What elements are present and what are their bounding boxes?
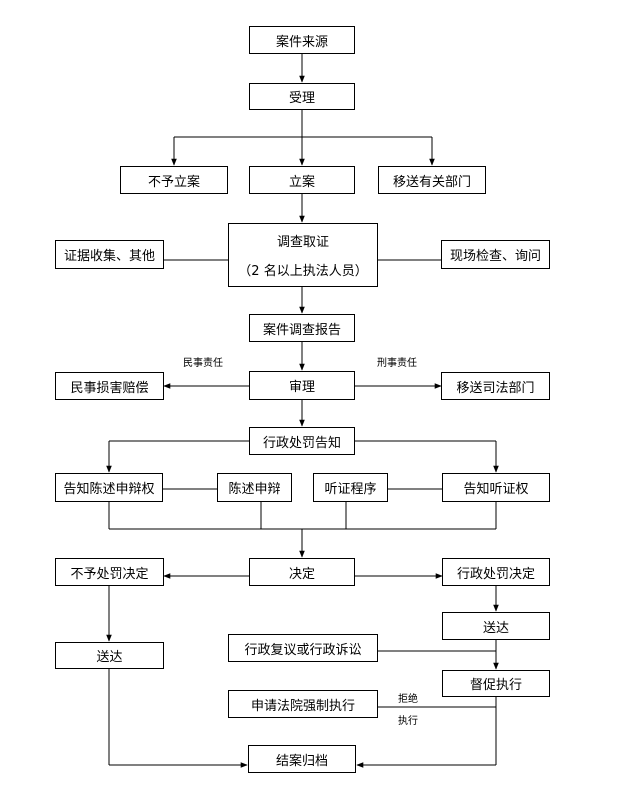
node-judicial-transfer: 移送司法部门 [441, 372, 550, 400]
node-investigate: 调查取证 （2 名以上执法人员） [228, 223, 378, 287]
node-defense-right: 告知陈述申辩权 [55, 473, 163, 502]
node-hearing: 听证程序 [313, 473, 388, 502]
node-transfer-dept: 移送有关部门 [378, 166, 486, 194]
label-criminal: 刑事责任 [377, 358, 417, 369]
node-civil-compensation: 民事损害赔偿 [55, 372, 164, 400]
label-refuse: 拒绝 [398, 694, 418, 705]
node-supervise: 督促执行 [442, 670, 550, 697]
node-site-check: 现场检查、询问 [441, 240, 550, 269]
node-reconsider: 行政复议或行政诉讼 [228, 634, 378, 662]
node-review: 审理 [249, 371, 355, 400]
node-no-case: 不予立案 [120, 166, 228, 194]
node-penalty-notice: 行政处罚告知 [249, 427, 355, 455]
investigate-title: 调查取证 [276, 235, 329, 250]
node-penalty-decision: 行政处罚决定 [442, 558, 550, 586]
node-hearing-right: 告知听证权 [442, 473, 550, 502]
investigate-subtitle: （2 名以上执法人员） [238, 264, 368, 279]
node-deliver-left: 送达 [55, 642, 164, 669]
node-decision: 决定 [249, 558, 355, 586]
label-execute: 执行 [398, 716, 418, 727]
node-file-case: 立案 [249, 166, 355, 194]
label-civil: 民事责任 [183, 358, 223, 369]
node-deliver-right: 送达 [442, 612, 550, 640]
node-case-source: 案件来源 [249, 26, 355, 54]
node-court-enforce: 申请法院强制执行 [228, 690, 378, 718]
node-report: 案件调查报告 [249, 314, 355, 342]
node-archive: 结案归档 [248, 745, 356, 773]
node-accept: 受理 [249, 83, 355, 110]
node-evidence: 证据收集、其他 [55, 240, 164, 269]
node-no-penalty: 不予处罚决定 [55, 558, 164, 586]
node-defense: 陈述申辩 [217, 473, 292, 502]
